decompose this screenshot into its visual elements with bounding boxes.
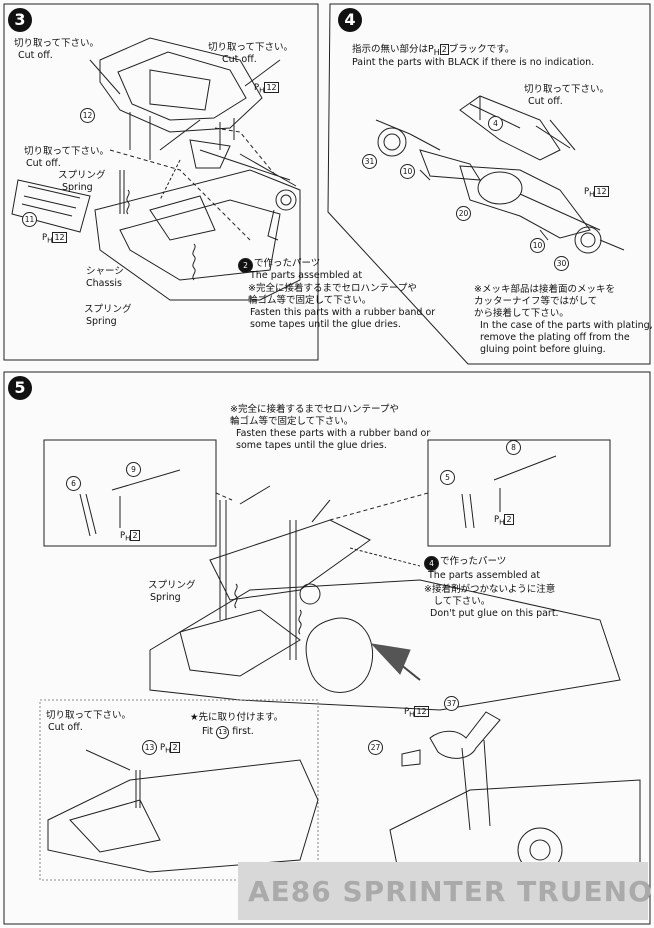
step5-cutoff-jp: 切り取って下さい。: [46, 710, 132, 721]
step3-spring2-en: Spring: [86, 316, 117, 327]
footer-band: [238, 862, 648, 920]
panel-step5-border: [3, 371, 651, 925]
step5-drawing: [39, 439, 641, 901]
step3-chassis-jp: シャーシ: [86, 266, 124, 277]
step5-part-8: 8: [506, 440, 521, 455]
step4-part-30: 30: [554, 256, 569, 271]
step5-part-5: 5: [440, 470, 455, 485]
step4-cutoff-en: Cut off.: [528, 96, 563, 107]
step5-made-in-4-en: The parts assembled at: [428, 570, 541, 581]
step4-part-4: 4: [488, 116, 503, 131]
step-4-number: 4: [338, 8, 362, 32]
step3-made-in-2-en: The parts assembled at: [250, 270, 363, 281]
step-5-number: 5: [8, 376, 32, 400]
step5-part-13: 13: [142, 740, 157, 755]
step5-part-6: 6: [66, 476, 81, 491]
step3-spring-en: Spring: [62, 182, 93, 193]
step5-fit-first-tail: first.: [232, 726, 254, 737]
step3-cutoff2-en: Cut off.: [222, 54, 257, 65]
step4-cutoff-jp: 切り取って下さい。: [524, 84, 610, 95]
step3-paint-code-2: 12: [52, 232, 67, 243]
step3-cutoff3-en: Cut off.: [26, 158, 61, 169]
step5-glue-note-en: Fasten these parts with a rubber band or…: [236, 428, 431, 451]
step5-paint-code-2: 2: [504, 514, 514, 525]
step5-fit-first-en-head: Fit: [202, 726, 214, 737]
step4-part-31: 31: [362, 154, 377, 169]
step5-part-37: 37: [444, 696, 459, 711]
step4-part-10: 10: [400, 164, 415, 179]
step5-no-glue-jp: ※接着剤がつかないように注意 して下さい。: [424, 584, 556, 607]
step3-cutoff3-jp: 切り取って下さい。: [24, 146, 110, 157]
step3-chassis-en: Chassis: [86, 278, 122, 289]
step4-drawing: [375, 95, 625, 254]
step3-glue-note-jp: ※完全に接着するまでセロハンテープや 輪ゴム等で固定して下さい。: [248, 283, 417, 306]
step3-spring2-jp: スプリング: [84, 304, 132, 315]
panel-step4-border: [327, 3, 651, 365]
step4-paint-code-inline: 2: [439, 44, 449, 55]
step3-cutoff2-jp: 切り取って下さい。: [208, 42, 294, 53]
step5-no-glue-en: Don't put glue on this part.: [430, 608, 559, 619]
step4-paint-code: 12: [594, 186, 609, 197]
step5-made-in-4-jp: で作ったパーツ: [440, 556, 507, 567]
step3-drawing: [11, 37, 301, 301]
step3-made-in-2-jp: で作ったパーツ: [254, 258, 321, 269]
step3-glue-note-en: Fasten this parts with a rubber band or …: [250, 307, 436, 330]
step4-part-20: 20: [456, 206, 471, 221]
step5-glue-note-jp: ※完全に接着するまでセロハンテープや 輪ゴム等で固定して下さい。: [230, 404, 399, 427]
step5-spring-jp: スプリング: [148, 580, 196, 591]
step3-cutoff-en: Cut off.: [18, 50, 53, 61]
step5-ref-step-4: 4: [424, 556, 439, 571]
step3-part-11: 11: [22, 212, 37, 227]
step4-paint-note-jp-tail: ブラックです。: [448, 44, 515, 55]
step3-paint-code: 12: [264, 82, 279, 93]
step5-fit-first-jp: ★先に取り付けます。: [190, 712, 284, 723]
step3-cutoff-jp: 切り取って下さい。: [14, 38, 100, 49]
step5-paint-code-4: 12: [414, 706, 429, 717]
footer-title: AE86 SPRINTER TRUENO: [248, 875, 653, 908]
step3-ref-step-2: 2: [238, 258, 253, 273]
step5-fit-part: 13: [216, 726, 230, 739]
panel-step3-border: [3, 3, 319, 361]
step5-paint-code-3: 2: [170, 742, 180, 753]
step5-cutoff-en: Cut off.: [48, 722, 83, 733]
step4-paint-note-jp-head: 指示の無い部分は: [352, 44, 429, 55]
step-3-number: 3: [8, 8, 32, 32]
step5-paint-code-1: 2: [130, 530, 140, 541]
step4-plating-note-en: In the case of the parts with plating, r…: [480, 320, 653, 355]
step3-spring-jp: スプリング: [58, 170, 106, 181]
step4-paint-note-en: Paint the parts with BLACK if there is n…: [352, 57, 595, 68]
step3-part-12: 12: [80, 108, 95, 123]
step5-spring-en: Spring: [150, 592, 181, 603]
step5-part-27: 27: [368, 740, 383, 755]
step5-fit-first-en: Fit 13 first.: [202, 726, 254, 739]
step4-plating-note-jp: ※メッキ部品は接着面のメッキを カッターナイフ等ではがして から接着して下さい。: [474, 284, 615, 319]
step4-part-10b: 10: [530, 238, 545, 253]
step5-part-9: 9: [126, 462, 141, 477]
